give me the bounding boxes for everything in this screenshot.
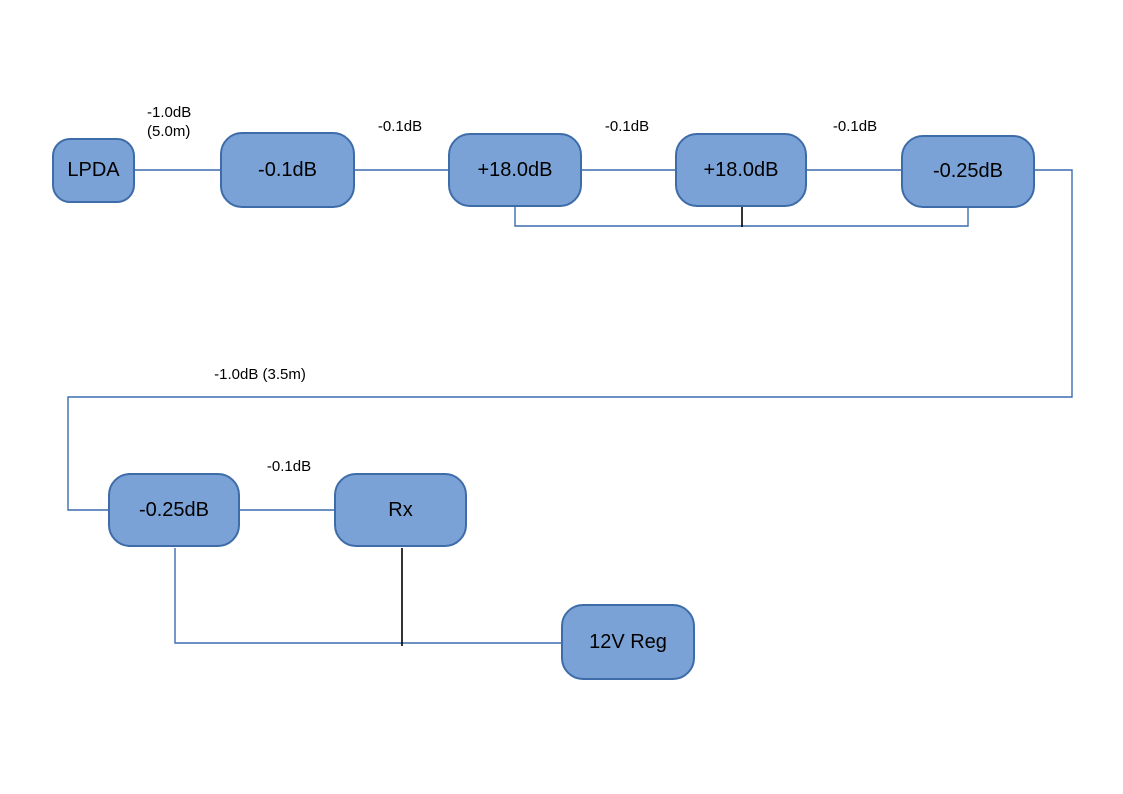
node-loss-0-25db-top-label: -0.25dB <box>932 160 1004 182</box>
node-12v-regulator: 12V Reg <box>561 604 695 680</box>
node-lpda-antenna-label: LPDA <box>67 159 120 181</box>
node-loss-0-1db-label: -0.1dB <box>258 158 317 181</box>
label-seg-loss-3: -0.1dB <box>832 118 878 135</box>
label-seg-loss-4: -0.1dB <box>266 458 312 475</box>
node-loss-0-25db-bottom-label: -0.25dB <box>138 498 210 521</box>
label-seg-loss-2: -0.1dB <box>604 118 650 135</box>
label-seg-loss-1: -0.1dB <box>377 118 423 135</box>
node-amp-18db-second-label: +18.0dB <box>703 158 779 181</box>
node-amp-18db-second: +18.0dB <box>675 133 807 207</box>
node-amp-18db-first-label: +18.0dB <box>477 158 553 181</box>
node-amp-18db-first: +18.0dB <box>448 133 582 207</box>
label-cable-loss-5m: -1.0dB (5.0m) <box>147 104 192 140</box>
node-receiver: Rx <box>334 473 467 547</box>
node-loss-0-25db-top: -0.25dB <box>901 135 1035 208</box>
node-lpda-antenna: LPDA <box>52 138 135 203</box>
wire-coax-run-top-to-bottom <box>67 169 1073 511</box>
node-loss-0-1db: -0.1dB <box>220 132 355 208</box>
node-12v-regulator-label: 12V Reg <box>589 630 667 653</box>
label-cable-loss-3-5m: -1.0dB (3.5m) <box>214 366 306 383</box>
node-loss-0-25db-bottom: -0.25dB <box>108 473 240 547</box>
wire-power-bus-bottom <box>174 548 561 644</box>
node-receiver-label: Rx <box>388 498 413 521</box>
